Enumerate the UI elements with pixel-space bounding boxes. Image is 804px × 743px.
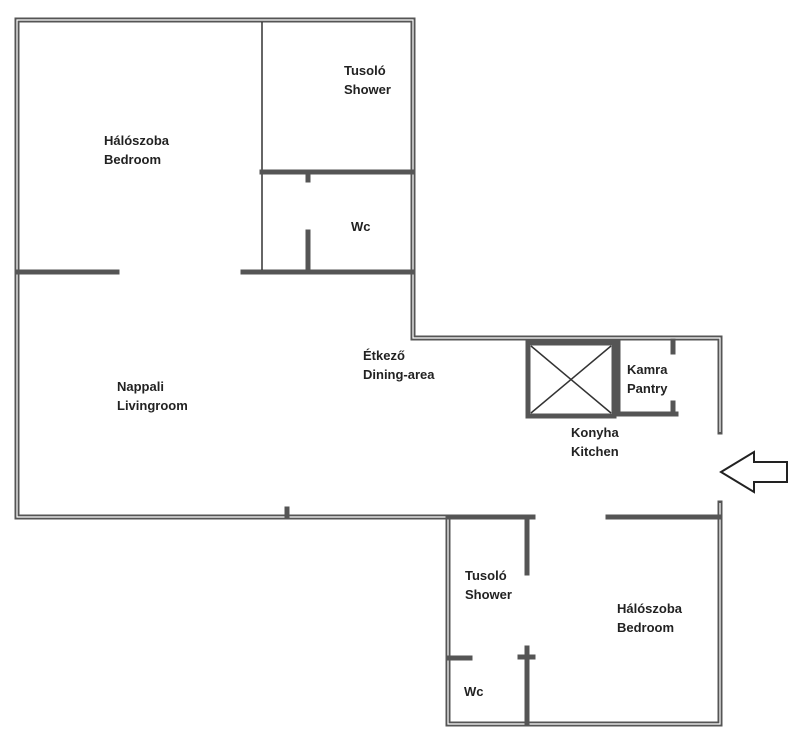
- label-wc-south: Wc: [464, 684, 484, 699]
- label-living: Nappali Livingroom: [117, 379, 188, 413]
- label-pantry: Kamra Pantry: [627, 362, 668, 396]
- entrance-arrow-icon: [719, 450, 788, 494]
- label-dining: Étkező Dining-area: [363, 348, 435, 382]
- label-bedroom-south: Hálószoba Bedroom: [617, 601, 683, 635]
- outer-wall-inner-line-3: [447, 503, 721, 725]
- shaft-box: [525, 340, 617, 419]
- outer-walls: [14, 17, 723, 727]
- interior-walls: [14, 22, 723, 727]
- outer-wall-west: [14, 267, 451, 520]
- label-bedroom-north: Hálószoba Bedroom: [104, 133, 170, 167]
- label-shower-south: Tusoló Shower: [465, 568, 512, 602]
- label-kitchen: Konyha Kitchen: [571, 425, 619, 459]
- shaft-cross-2: [530, 345, 612, 414]
- outer-wall-inner-line-2: [16, 270, 448, 518]
- label-shower-north: Tusoló Shower: [344, 63, 391, 97]
- label-wc-north: Wc: [351, 219, 371, 234]
- outer-wall-inner-line: [16, 19, 721, 432]
